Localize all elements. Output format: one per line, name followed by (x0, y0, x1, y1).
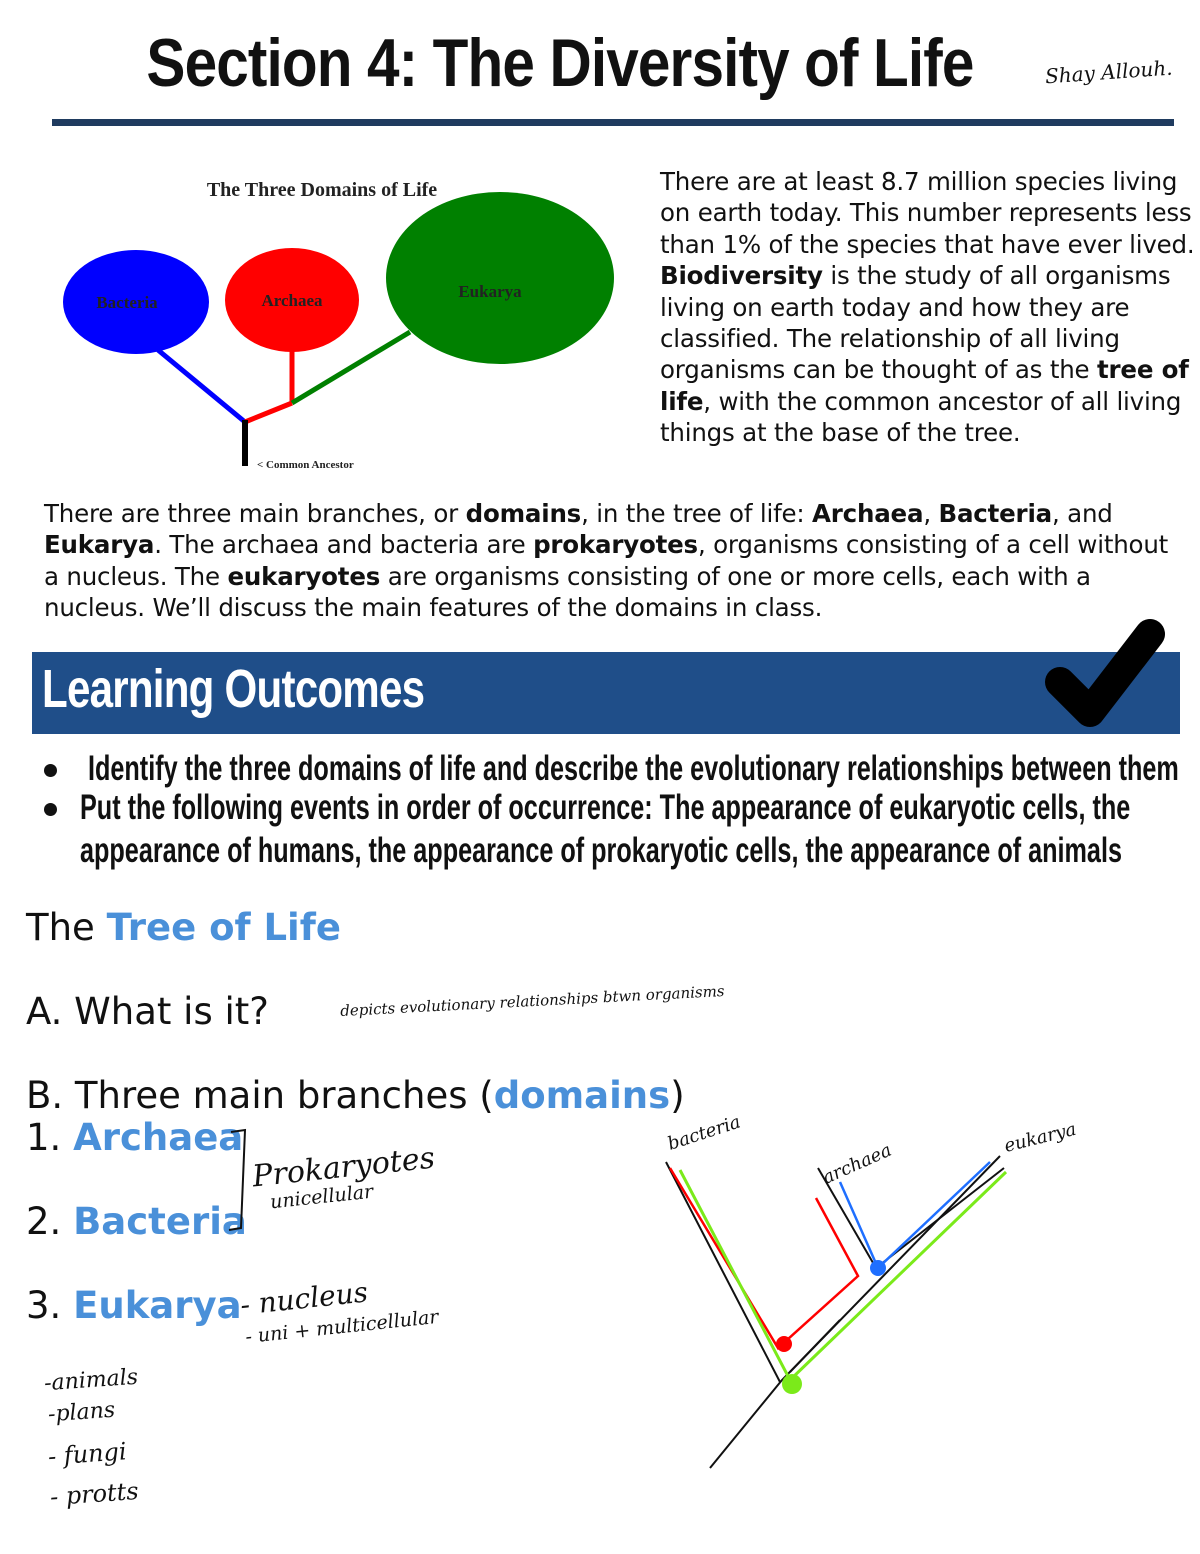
branches-bold-bacteria: Bacteria (938, 499, 1053, 528)
three-domains-diagram: The Three Domains of Life Bacteria Archa… (63, 179, 614, 471)
item-number: 1. (26, 1116, 74, 1159)
domain-item-bacteria: 2. Bacteria (26, 1200, 247, 1243)
heading-prefix: The (26, 906, 107, 949)
diagram-title: The Three Domains of Life (207, 179, 437, 201)
bacteria-label: Bacteria (96, 293, 158, 312)
outcome-item-1: Identify the three domains of life and d… (88, 749, 1179, 788)
learning-outcomes-banner (32, 652, 1180, 734)
handwritten-list-item: -animals (43, 1364, 139, 1397)
page-title: Section 4: The Diversity of Life (146, 25, 974, 101)
hand-drawn-tree-sketch: bacteria archaea eukarya (665, 1112, 1078, 1469)
branches-text-1: There are three main branches, or (44, 499, 466, 528)
domain-item-archaea: 1. Archaea (26, 1116, 243, 1159)
sketch-label-archaea: archaea (819, 1140, 894, 1189)
item-label: Archaea (73, 1116, 244, 1159)
intro-bold-tree-of-life: tree of life (660, 355, 1189, 416)
bacteria-ellipse (63, 250, 209, 354)
branches-text-3: , (923, 499, 939, 528)
handwritten-definition: depicts evolutionary relationships btwn … (339, 981, 725, 1021)
branches-bold-eukaryotes: eukaryotes (227, 561, 381, 591)
intro-text-1: There are at least 8.7 million species l… (660, 167, 1195, 259)
item-number: 2. (26, 1200, 74, 1243)
branches-bold-eukarya: Eukarya (44, 530, 155, 560)
branches-bold-archaea: Archaea (812, 499, 924, 528)
learning-outcomes-heading: Learning Outcomes (42, 659, 425, 719)
eukarya-branch (290, 329, 412, 406)
intro-bold-biodiversity: Biodiversity (660, 261, 823, 291)
sketch-label-bacteria: bacteria (665, 1112, 743, 1155)
bacteria-branch (156, 348, 247, 424)
bullet-dot (44, 764, 57, 777)
handwritten-list-item: - protts (49, 1476, 140, 1512)
intro-paragraph: There are at least 8.7 million species l… (660, 166, 1195, 449)
archaea-label: Archaea (261, 291, 323, 310)
handwritten-list-item: -plans (47, 1397, 116, 1428)
question-b: B. Three main branches (domains) (26, 1074, 685, 1117)
intro-text-3: , with the common ancestor of all living… (660, 386, 1182, 448)
question-b-prefix: B. Three main branches ( (26, 1074, 494, 1117)
branches-bold-prokaryotes: prokaryotes (533, 530, 698, 560)
check-mark-icon (1045, 619, 1165, 727)
handwritten-bracket (228, 1128, 247, 1231)
handwritten-list-item: - fungi (47, 1437, 128, 1471)
branches-text-5: . The archaea and bacteria are (154, 530, 534, 560)
branches-text-7: are organisms consisting of one or more … (44, 561, 1091, 623)
branches-bold-domains: domains (465, 499, 582, 528)
item-number: 3. (26, 1284, 74, 1327)
bullet-dot (44, 803, 57, 816)
eukarya-label: Eukarya (458, 282, 522, 301)
tree-of-life-heading: The Tree of Life (26, 906, 341, 949)
intro-text-2: is the study of all organisms living on … (660, 261, 1171, 385)
question-a: A. What is it? (26, 990, 269, 1033)
question-b-highlight: domains (493, 1074, 671, 1117)
common-ancestor-label: < Common Ancestor (257, 459, 354, 471)
item-label: Bacteria (73, 1200, 247, 1243)
outcome-item-2-line-2: appearance of humans, the appearance of … (80, 831, 1122, 870)
eukarya-ellipse (386, 192, 614, 364)
branches-text-6: , organisms consisting of a cell without… (44, 530, 1169, 591)
question-b-suffix: ) (670, 1074, 685, 1117)
outcome-item-2-line-1: Put the following events in order of occ… (80, 788, 1131, 827)
archaea-ellipse (225, 248, 359, 352)
sketch-label-eukarya: eukarya (1002, 1119, 1078, 1157)
archaea-branch-diagonal (244, 400, 293, 425)
branches-text-4: , and (1051, 499, 1113, 528)
title-underline (52, 119, 1174, 126)
branches-text-2: , in the tree of life: (581, 499, 813, 528)
item-label: Eukarya (73, 1284, 242, 1327)
domains-paragraph: There are three main branches, or domain… (44, 498, 1184, 624)
heading-highlight: Tree of Life (106, 906, 341, 949)
domain-item-eukarya: 3. Eukarya (26, 1284, 242, 1327)
